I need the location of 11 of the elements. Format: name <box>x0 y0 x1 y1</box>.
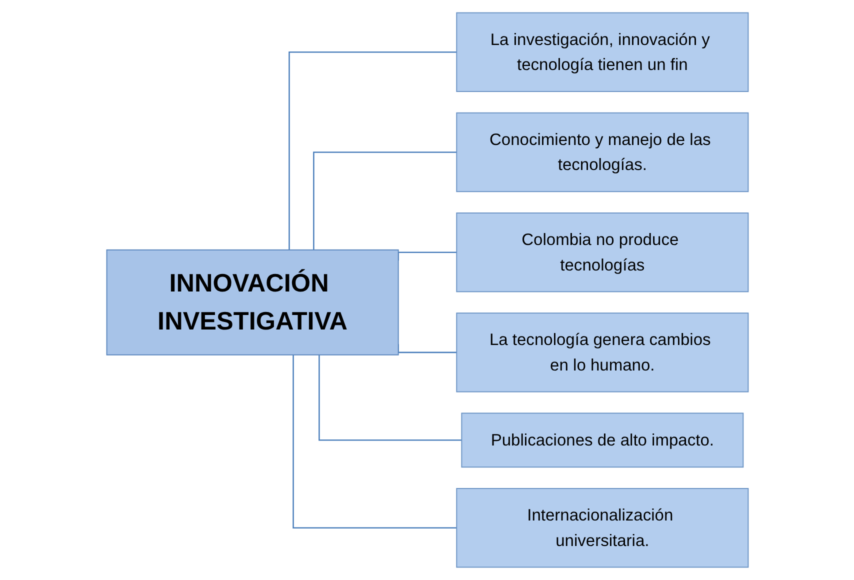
node-box: Internacionalización universitaria. <box>456 488 748 568</box>
connector <box>312 152 456 250</box>
connector <box>288 52 456 250</box>
connector <box>292 354 456 528</box>
node-box: Conocimiento y manejo de las tecnologías. <box>456 112 748 192</box>
node-box: La tecnología genera cambios en lo humano. <box>456 312 748 392</box>
node-box: INNOVACIÓN INVESTIGATIVA <box>106 249 398 356</box>
node-box: Publicaciones de alto impacto. <box>460 412 744 468</box>
node-box: Colombia no produce tecnologías <box>456 212 748 292</box>
connector <box>318 354 462 441</box>
node-box: La investigación, innovación y tecnología tienen un fin <box>456 12 748 92</box>
